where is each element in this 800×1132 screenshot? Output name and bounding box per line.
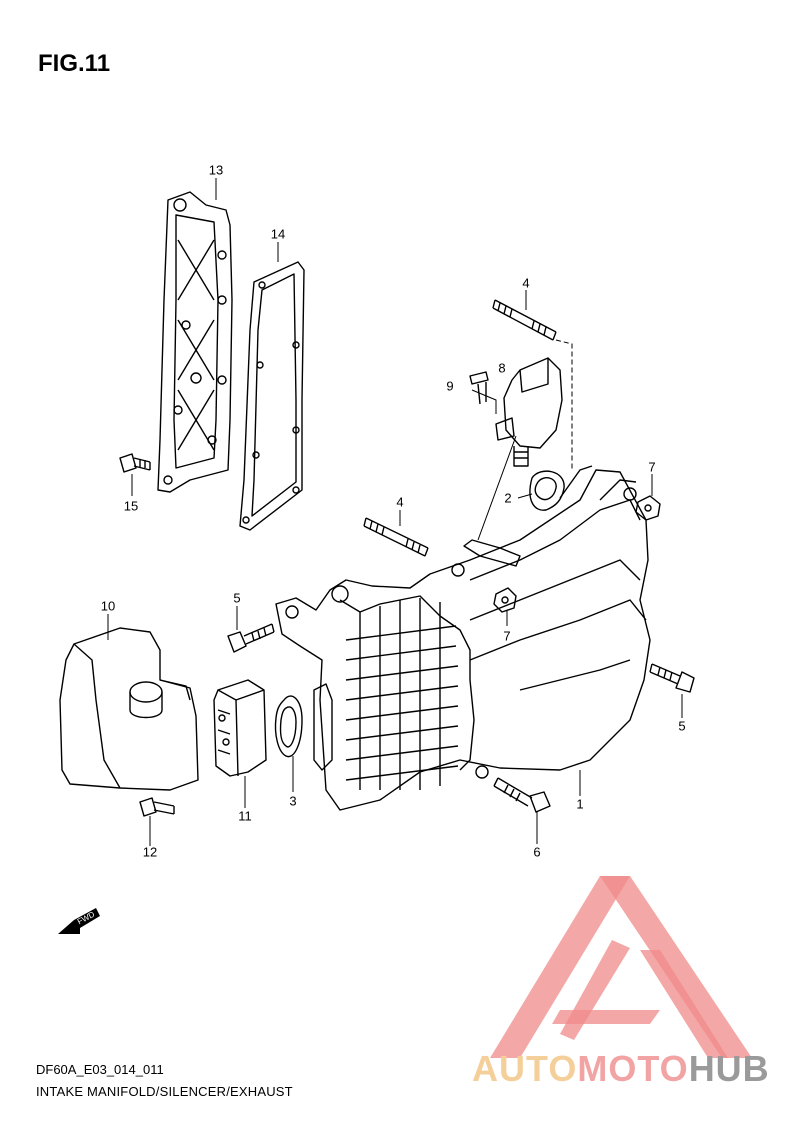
callout-6: 6 (533, 844, 541, 860)
nut-7-lower (493, 587, 517, 613)
watermark-part-auto: AUTO (472, 1048, 578, 1089)
o-ring-2 (529, 470, 565, 511)
stud-bolt-4-lower (363, 517, 429, 557)
intake-manifold-1 (275, 465, 651, 811)
callout-14: 14 (270, 226, 286, 242)
fwd-arrow-icon (58, 908, 100, 934)
callout-5-right: 5 (678, 718, 686, 734)
figure-title: FIG.11 (38, 50, 111, 77)
bolt-5-right (649, 663, 695, 693)
callout-4-upper: 4 (522, 275, 530, 291)
watermark-text: AUTOMOTOHUB (472, 1048, 770, 1090)
screw-9 (469, 371, 489, 405)
gasket-14 (239, 261, 305, 531)
bolt-15 (119, 453, 151, 473)
watermark-part-hub: HUB (688, 1048, 770, 1089)
watermark-logo-icon (490, 876, 752, 1058)
callout-4-lower: 4 (396, 494, 404, 510)
callout-11: 11 (238, 808, 252, 824)
callout-7-lower: 7 (503, 628, 511, 644)
bolt-6 (493, 777, 551, 813)
callout-2: 2 (504, 490, 512, 506)
figure-caption: INTAKE MANIFOLD/SILENCER/EXHAUST (36, 1084, 293, 1099)
watermark-part-moto: MOTO (577, 1048, 689, 1089)
cover-plate-13 (157, 191, 233, 493)
nut-7-upper (635, 495, 661, 521)
callout-8: 8 (498, 360, 506, 376)
callout-3: 3 (289, 793, 297, 809)
callout-5-left: 5 (233, 590, 241, 606)
silencer-11 (213, 679, 267, 777)
gasket-ring-3 (274, 695, 303, 758)
callout-12: 12 (142, 844, 158, 860)
callout-7-upper: 7 (648, 459, 656, 475)
leader-lines (107, 178, 683, 846)
callout-1: 1 (576, 796, 584, 812)
callout-13: 13 (208, 162, 224, 178)
stud-bolt-4-upper (492, 299, 557, 341)
bolt-5-left (227, 623, 275, 653)
figure-code: DF60A_E03_014_011 (36, 1062, 164, 1077)
callout-15: 15 (123, 498, 139, 514)
screw-12 (139, 797, 175, 817)
callout-9: 9 (446, 378, 454, 394)
callout-10: 10 (100, 598, 116, 614)
sensor-8 (495, 357, 563, 467)
silencer-cover-10 (59, 627, 199, 791)
